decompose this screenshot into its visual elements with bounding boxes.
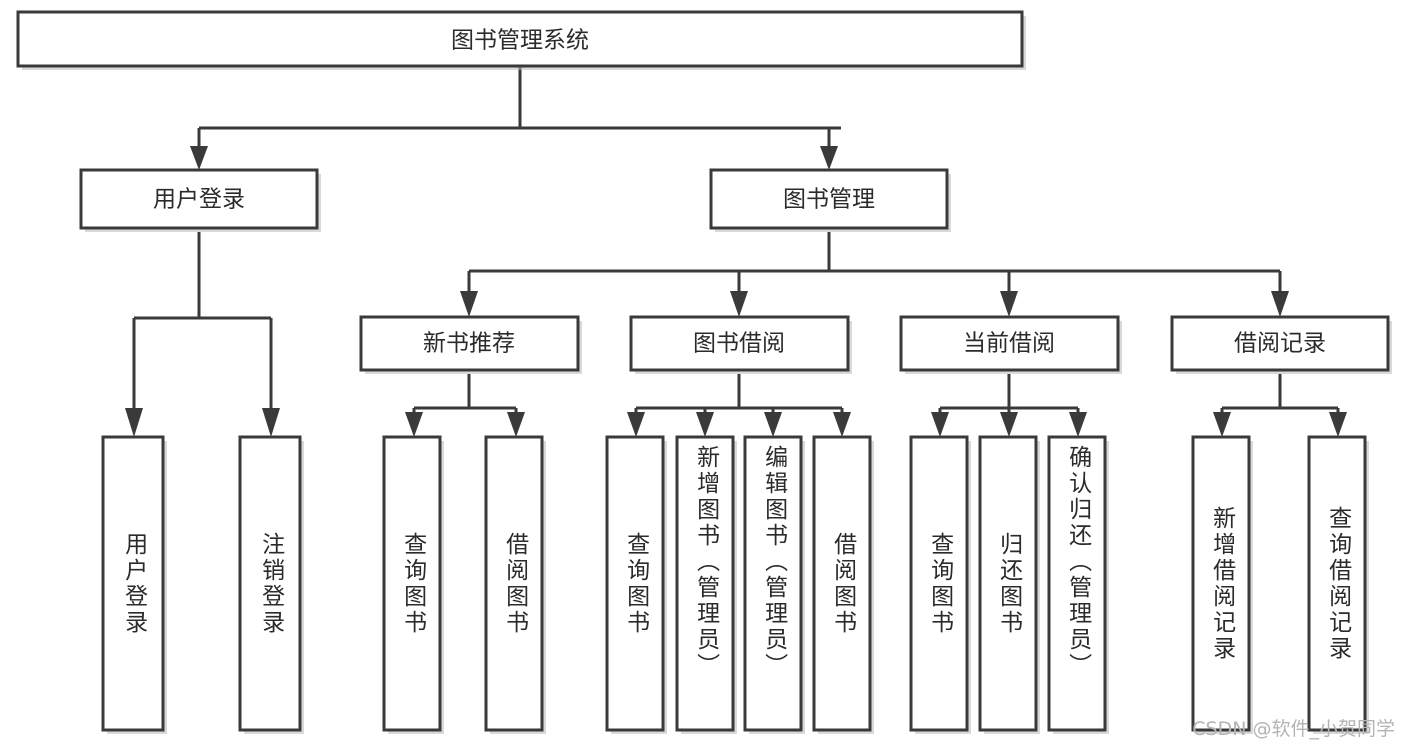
arrow-head-leaf-borrow-book-1: [507, 412, 525, 437]
node-leaf-query-book-1[interactable]: [382, 435, 444, 734]
arrow-head-leaf-add-book-admin: [696, 412, 714, 437]
arrow-head-leaf-confirm-return-admin: [1069, 412, 1087, 437]
arrow-head-current-borrow: [1000, 291, 1018, 317]
connector-layer: [125, 66, 1347, 437]
arrow-head-borrow-record: [1271, 291, 1289, 317]
arrow-head-leaf-edit-book-admin: [764, 412, 782, 437]
node-root-label: 图书管理系统: [451, 28, 589, 54]
arrow-head-leaf-borrow-book-2: [833, 412, 851, 437]
arrow-head-leaf-query-book-3: [931, 412, 949, 437]
csdn-watermark: CSDN @软件_小贺同学: [1192, 718, 1395, 740]
node-root[interactable]: 图书管理系统: [16, 10, 1026, 70]
node-leaf-user-login[interactable]: [101, 435, 167, 734]
node-leaf-edit-book-admin[interactable]: [743, 435, 805, 734]
node-book-manage-label: 图书管理: [783, 187, 875, 213]
node-layer: 图书管理系统 用户登录 图书管理 新书推荐: [16, 10, 1392, 734]
node-leaf-borrow-book-2[interactable]: [812, 435, 874, 734]
arrow-head-book-borrow: [730, 291, 748, 317]
node-leaf-return-book[interactable]: [978, 435, 1040, 734]
node-leaf-borrow-book-1[interactable]: [484, 435, 546, 734]
arrow-head-leaf-return-book: [1000, 412, 1018, 437]
node-new-book-recommend[interactable]: 新书推荐: [359, 315, 582, 374]
node-book-borrow[interactable]: 图书借阅: [629, 315, 852, 374]
arrow-head-new-book-recommend: [460, 291, 478, 317]
node-book-manage[interactable]: 图书管理: [709, 168, 951, 232]
node-leaf-logout-login[interactable]: [238, 435, 304, 734]
arrow-head-leaf-logout-login: [262, 408, 280, 437]
node-leaf-add-book-admin[interactable]: [675, 435, 737, 734]
node-current-borrow[interactable]: 当前借阅: [899, 315, 1122, 374]
leaf-box-layer: [101, 435, 1369, 734]
arrow-head-user-login: [190, 146, 208, 170]
node-leaf-query-book-2[interactable]: [605, 435, 667, 734]
node-leaf-query-book-3[interactable]: [909, 435, 971, 734]
arrow-head-leaf-query-book-2: [627, 412, 645, 437]
arrow-head-leaf-add-borrow-record: [1213, 412, 1231, 437]
arrow-head-leaf-user-login: [125, 408, 143, 437]
node-book-borrow-label: 图书借阅: [693, 331, 785, 357]
node-user-login-label: 用户登录: [153, 187, 245, 213]
node-current-borrow-label: 当前借阅: [963, 331, 1055, 357]
node-new-book-recommend-label: 新书推荐: [423, 331, 515, 357]
node-user-login[interactable]: 用户登录: [79, 168, 321, 232]
arrow-head-leaf-query-book-1: [405, 412, 423, 437]
arrow-head-book-manage: [820, 146, 838, 170]
node-leaf-confirm-return-admin[interactable]: [1047, 435, 1109, 734]
node-leaf-query-borrow-record[interactable]: [1307, 435, 1369, 734]
node-borrow-record[interactable]: 借阅记录: [1170, 315, 1392, 374]
node-borrow-record-label: 借阅记录: [1234, 331, 1326, 357]
arrow-head-leaf-query-borrow-record: [1329, 412, 1347, 437]
node-leaf-add-borrow-record[interactable]: [1191, 435, 1253, 734]
